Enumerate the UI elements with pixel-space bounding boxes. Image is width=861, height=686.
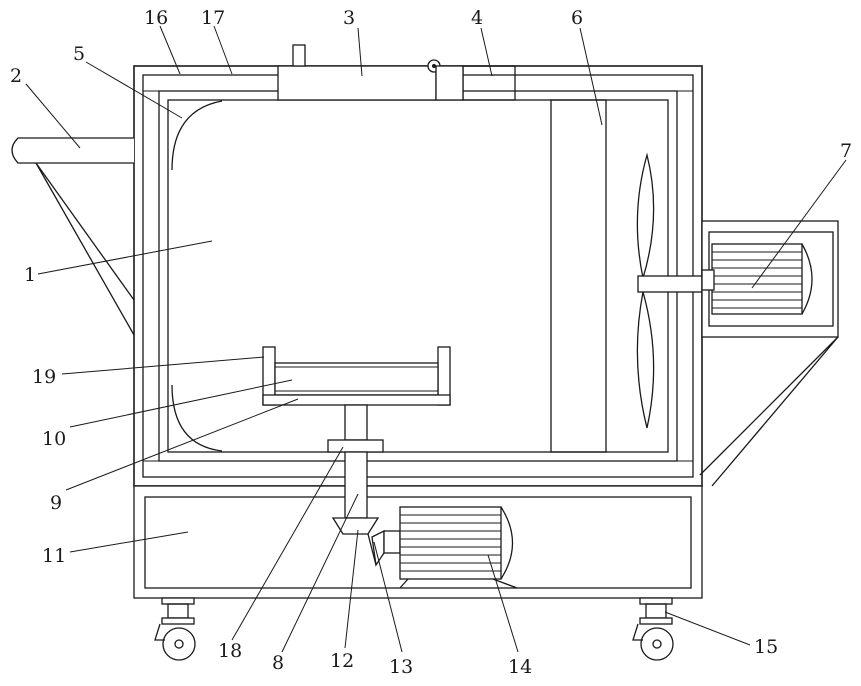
label-10: 10 (42, 428, 66, 450)
label-19: 19 (32, 366, 56, 388)
label-17: 17 (201, 7, 225, 29)
label-7: 7 (840, 140, 852, 162)
curved-guide-plate (172, 101, 222, 451)
label-16: 16 (144, 7, 168, 29)
label-14: 14 (508, 656, 532, 678)
label-12: 12 (330, 650, 354, 672)
label-18: 18 (218, 640, 242, 662)
label-11: 11 (42, 545, 66, 567)
filter-mesh (551, 100, 606, 452)
drying-tray (263, 347, 450, 452)
caster-wheel-right (633, 598, 673, 660)
label-8: 8 (272, 652, 284, 674)
caster-wheel-left (155, 598, 195, 660)
housing (134, 66, 702, 486)
label-15: 15 (754, 636, 778, 658)
label-2: 2 (10, 65, 22, 87)
label-3: 3 (343, 7, 355, 29)
label-13: 13 (389, 656, 413, 678)
label-9: 9 (50, 492, 62, 514)
feed-port (278, 45, 440, 100)
label-1: 1 (24, 264, 36, 286)
label-4: 4 (471, 7, 483, 29)
push-handle (12, 138, 134, 335)
label-6: 6 (571, 7, 583, 29)
drive-motor (384, 507, 517, 588)
fan-blades (637, 155, 702, 428)
label-5: 5 (73, 43, 85, 65)
filter-vent (436, 66, 515, 100)
fan-motor-housing (700, 221, 838, 486)
